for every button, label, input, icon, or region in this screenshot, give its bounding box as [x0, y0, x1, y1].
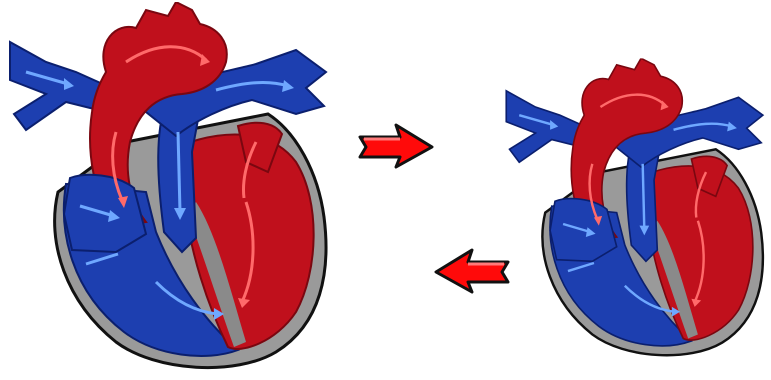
heart-diagram-left [6, 2, 336, 378]
heart-diagram-right [503, 48, 771, 374]
arrow-left-icon [434, 248, 512, 294]
heart-diagram-icon [503, 48, 771, 374]
heart-diagram-icon [6, 2, 336, 378]
arrow-right-icon [356, 123, 434, 169]
